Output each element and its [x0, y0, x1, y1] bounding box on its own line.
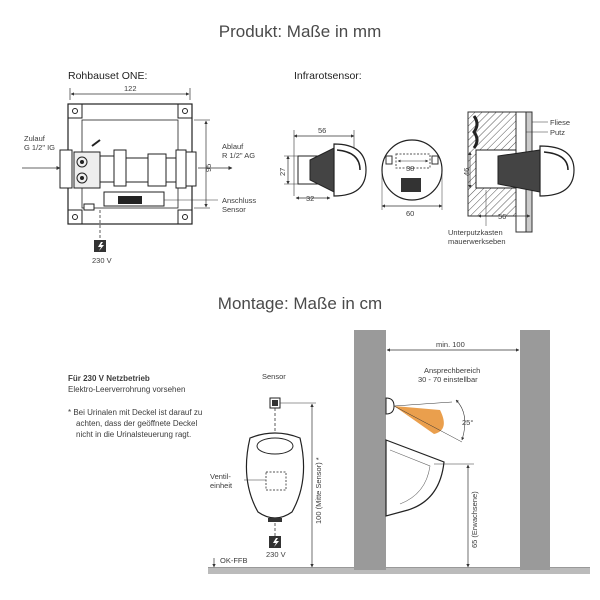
sensor-side-height-label: 27 [278, 167, 287, 176]
range-label-2: 30 - 70 einstellbar [418, 375, 478, 384]
ventil-label-2: einheit [210, 481, 233, 490]
fliese-label: Fliese [550, 118, 571, 127]
sensor-front-view [381, 139, 443, 210]
angle-label: 25° [462, 418, 474, 427]
sensor-side-depth-label: 32 [306, 194, 315, 203]
unterputz-label-2: mauerwerkseben [448, 237, 506, 246]
range-label-1: Ansprechbereich [424, 366, 481, 375]
montage-title: Montage: Maße in cm [217, 294, 383, 313]
montage-voltage-label: 230 V [266, 550, 286, 559]
sensor-heading: Infrarotsensor: [294, 70, 362, 82]
rohbauset-heading: Rohbauset ONE: [68, 70, 148, 82]
montage-drawing [208, 330, 590, 574]
sensor-install-view [467, 111, 575, 233]
note-line-3: nicht in die Urinalsteuerung ragt. [76, 430, 192, 439]
height-sensor-label: 100 (Mitte Sensor) * [314, 457, 323, 524]
note-line-1: * Bei Urinalen mit Deckel ist darauf zu [68, 408, 203, 417]
rohbauset-width-label: 122 [124, 84, 137, 93]
ok-ffb-label: OK-FFB [220, 556, 248, 565]
min-distance-label: min. 100 [436, 340, 465, 349]
putz-label: Putz [550, 128, 566, 137]
zulauf-label: Zulauf [24, 134, 45, 143]
sensor-side-width-label: 56 [318, 126, 327, 135]
sensor-install-depth-label: 56 [498, 212, 507, 221]
power-sub: Elektro-Leerverrohrung vorsehen [68, 385, 186, 394]
ablauf-spec-label: R 1/2" AG [222, 151, 256, 160]
sensor-side-view [284, 130, 367, 200]
note-line-2: achten, dass der geöffnete Deckel [76, 419, 198, 428]
rohbauset-height-label: 95 [204, 163, 213, 172]
produkt-title: Produkt: Maße in mm [218, 22, 382, 41]
montage-sensor-label: Sensor [262, 372, 286, 381]
power-title: Für 230 V Netzbetrieb [68, 374, 150, 383]
ventil-label-1: Ventil- [210, 472, 231, 481]
rohbauset-box [59, 103, 197, 225]
unterputz-label-1: Unterputzkasten [448, 228, 503, 237]
sensor-install-height-label: 46 [462, 167, 471, 176]
anschluss-sensor-label: Sensor [222, 205, 246, 214]
anschluss-label: Anschluss [222, 196, 257, 205]
height-adult-label: 65 (Erwachsene) [470, 491, 479, 548]
sensor-front-diameter-label: 60 [406, 209, 415, 218]
ablauf-label: Ablauf [222, 142, 244, 151]
sensor-front-inner-label: 38 [406, 164, 415, 173]
rohbauset-voltage-label: 230 V [92, 256, 112, 265]
zulauf-spec-label: G 1/2" IG [24, 143, 56, 152]
rohbauset-width-dimension [69, 88, 191, 100]
